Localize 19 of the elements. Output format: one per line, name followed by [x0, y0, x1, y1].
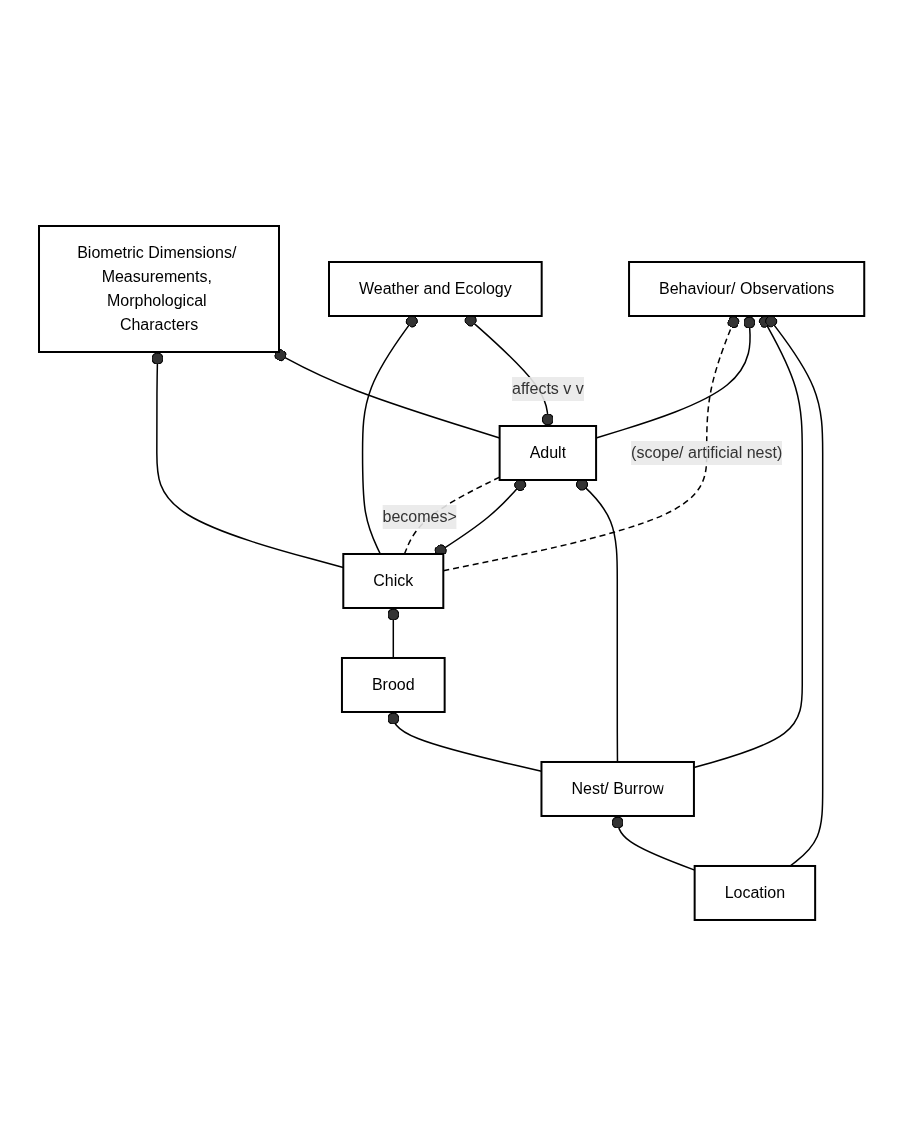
- connector: [575, 478, 619, 763]
- connector: [693, 315, 803, 769]
- edge-label: (scope/ artificial nest): [630, 444, 783, 461]
- connector: [151, 351, 344, 569]
- node-box: Nest/ Burrow: [540, 761, 695, 817]
- connector: [387, 607, 400, 659]
- edge-label: affects v v: [511, 380, 584, 397]
- node-box: Location: [693, 865, 816, 921]
- connector: [595, 315, 756, 439]
- node-box: Biometric Dimensions/ Measurements, Morphological Characters: [37, 225, 280, 353]
- connector: [434, 478, 527, 557]
- node-box: Behaviour/ Observations: [627, 261, 866, 317]
- node-box: Weather and Ecology: [327, 261, 543, 317]
- node-box: Adult: [498, 425, 597, 481]
- edge-label: becomes>: [382, 507, 457, 525]
- node-box: Chick: [342, 553, 445, 609]
- node-box: Brood: [340, 657, 446, 713]
- connector: [361, 315, 418, 555]
- connector: [765, 315, 824, 867]
